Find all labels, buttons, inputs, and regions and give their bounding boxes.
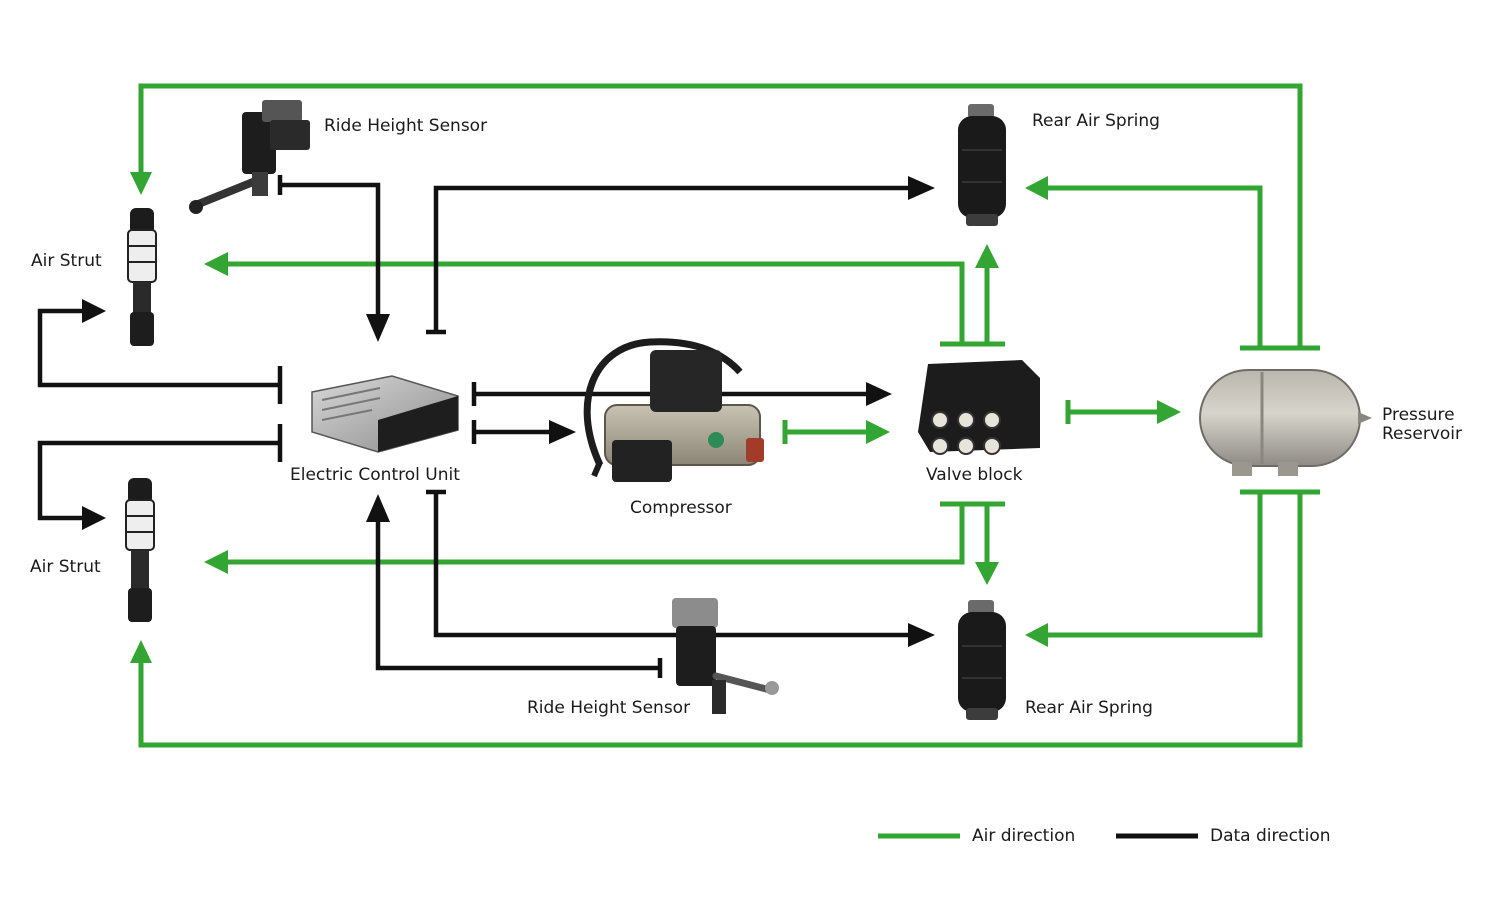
air-line-reservoir-to-bottom-rear-spring xyxy=(1045,492,1263,638)
data-line-ecu-to-top-strut xyxy=(37,308,280,388)
ride-height-sensor-bottom-label: Ride Height Sensor xyxy=(527,698,690,718)
ride-height-sensor-bottom-image xyxy=(672,598,779,714)
electric-control-unit-label: Electric Control Unit xyxy=(290,465,460,485)
data-lines xyxy=(37,175,935,678)
electric-control-unit-image xyxy=(311,375,459,453)
air-strut-bottom-label: Air Strut xyxy=(30,557,101,577)
air-line-valve-to-bottom-strut xyxy=(225,504,965,565)
rear-air-spring-top-image xyxy=(958,104,1006,226)
legend-air-label: Air direction xyxy=(972,826,1075,846)
pressure-reservoir-label-line2: Reservoir xyxy=(1382,424,1462,444)
pressure-reservoir-image xyxy=(1199,369,1372,476)
valve-block-label: Valve block xyxy=(926,465,1023,485)
air-strut-top-label: Air Strut xyxy=(31,251,102,271)
rear-air-spring-bottom-label: Rear Air Spring xyxy=(1025,698,1153,718)
legend: Air direction Data direction xyxy=(878,826,1331,846)
air-lines xyxy=(130,83,1320,748)
compressor-image xyxy=(583,338,764,482)
data-line-top-sensor-to-ecu xyxy=(280,182,381,318)
ride-height-sensor-top-image xyxy=(189,100,310,214)
valve-block-image xyxy=(918,360,1040,455)
pressure-reservoir-label-line1: Pressure xyxy=(1382,405,1455,425)
compressor-label: Compressor xyxy=(630,498,732,518)
air-line-reservoir-to-bottom-strut xyxy=(138,492,1303,748)
data-line-ecu-to-top-rear-spring xyxy=(433,185,912,332)
rear-air-spring-top-label: Rear Air Spring xyxy=(1032,111,1160,131)
air-strut-bottom-image xyxy=(125,478,155,622)
air-line-reservoir-to-top-strut xyxy=(138,83,1303,348)
air-strut-top-image xyxy=(127,208,157,346)
data-line-bottom-sensor-to-ecu xyxy=(375,518,660,671)
data-line-ecu-to-bottom-rear-spring xyxy=(433,492,912,638)
air-line-reservoir-to-top-rear-spring xyxy=(1045,185,1263,348)
rear-air-spring-bottom-image xyxy=(958,600,1006,720)
data-line-ecu-to-bottom-strut xyxy=(37,440,280,521)
ride-height-sensor-top-label: Ride Height Sensor xyxy=(324,116,487,136)
air-line-valve-to-top-strut xyxy=(225,261,965,344)
legend-data-label: Data direction xyxy=(1210,826,1331,846)
